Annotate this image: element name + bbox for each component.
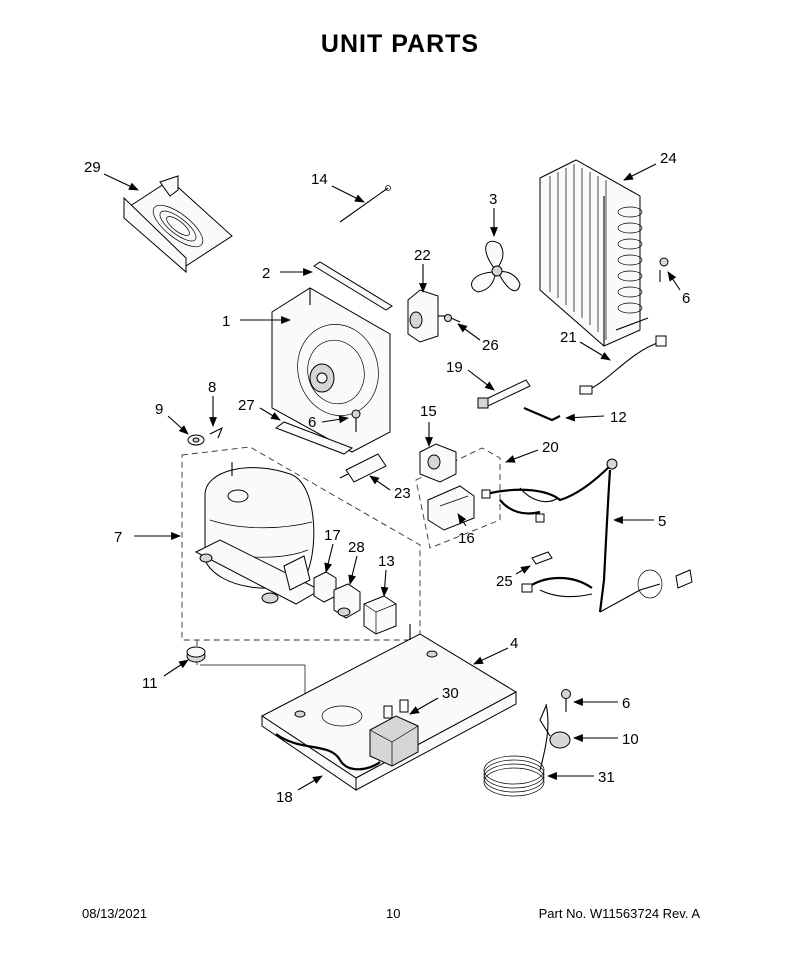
tie-part: [339, 185, 391, 223]
compressor-assembly-outline: [181, 446, 421, 641]
callout-27: 27: [238, 397, 255, 414]
callout-1: 1: [222, 313, 230, 330]
compressor-part: [194, 462, 322, 605]
gasket-strip-part: [313, 261, 393, 311]
wire-harness-20-part: [481, 458, 618, 523]
callout-23: 23: [394, 485, 411, 502]
tubing-18-part: [275, 733, 381, 771]
coiled-tubing-31-part: [483, 703, 549, 797]
tie-wrap-part: [477, 379, 531, 409]
callout-labels: 29 14 24 3 2 22 6 1 26 21 8 19 9 27 15 1…: [84, 150, 690, 806]
callout-28: 28: [348, 539, 365, 556]
overload-part: [313, 571, 337, 603]
drain-pan-part: [123, 175, 233, 274]
fan-shroud-part: [271, 287, 391, 453]
callout-16: 16: [458, 530, 475, 547]
bracket-16-part: [427, 485, 475, 531]
callout-24: 24: [660, 150, 677, 167]
callout-6b: 6: [308, 414, 316, 431]
callout-25: 25: [496, 573, 513, 590]
callout-15: 15: [420, 403, 437, 420]
callout-30: 30: [442, 685, 459, 702]
callout-9: 9: [155, 401, 163, 418]
callout-2: 2: [262, 265, 270, 282]
relay-part: [419, 443, 457, 483]
leader-lines: [103, 163, 681, 791]
callout-22: 22: [414, 247, 431, 264]
footer-part-number: Part No. W11563724 Rev. A: [538, 906, 700, 921]
callout-8: 8: [208, 379, 216, 396]
capacitor-part: [363, 595, 397, 635]
fan-blade-part: [471, 240, 521, 293]
footer-date: 08/13/2021: [82, 906, 148, 921]
callout-13: 13: [378, 553, 395, 570]
hex-key-part: [523, 406, 561, 422]
callout-6c: 6: [622, 695, 630, 712]
callout-18: 18: [276, 789, 293, 806]
callout-29: 29: [84, 159, 101, 176]
harness-assembly-outline: [415, 447, 501, 549]
start-relay-28-part: [333, 583, 361, 619]
screw-6c-part: [561, 689, 571, 712]
screw-26-part: [444, 314, 461, 323]
power-cord-part: [598, 469, 693, 613]
callout-11: 11: [142, 675, 158, 692]
grommet-11-part: [186, 646, 206, 663]
valve-30-part: [369, 699, 419, 767]
callout-3: 3: [489, 191, 497, 208]
condenser-part: [539, 159, 649, 347]
callout-7: 7: [114, 529, 122, 546]
page-title: UNIT PARTS: [320, 30, 480, 58]
gasket-27-part: [274, 421, 354, 455]
callout-20: 20: [542, 439, 559, 456]
callout-26: 26: [482, 337, 499, 354]
footer-page-number: 10: [386, 906, 401, 921]
callout-31: 31: [598, 769, 615, 786]
callout-14: 14: [311, 171, 328, 188]
filter-drier-part: [339, 453, 387, 483]
callout-5: 5: [658, 513, 666, 530]
thermistor-part: [579, 335, 667, 395]
screw-6b-part: [351, 409, 361, 432]
clip-part: [209, 426, 224, 439]
callout-10: 10: [622, 731, 639, 748]
grommet-9-part: [187, 434, 205, 446]
clamp-10-part: [539, 705, 571, 749]
screw-6a-part: [659, 257, 669, 282]
callout-19: 19: [446, 359, 463, 376]
callout-17: 17: [324, 527, 341, 544]
fan-motor-part: [407, 289, 450, 343]
callout-21: 21: [560, 329, 577, 346]
callout-4: 4: [510, 635, 518, 652]
callout-12: 12: [610, 409, 627, 426]
harness-25-part: [521, 551, 593, 598]
callout-6a: 6: [682, 290, 690, 307]
